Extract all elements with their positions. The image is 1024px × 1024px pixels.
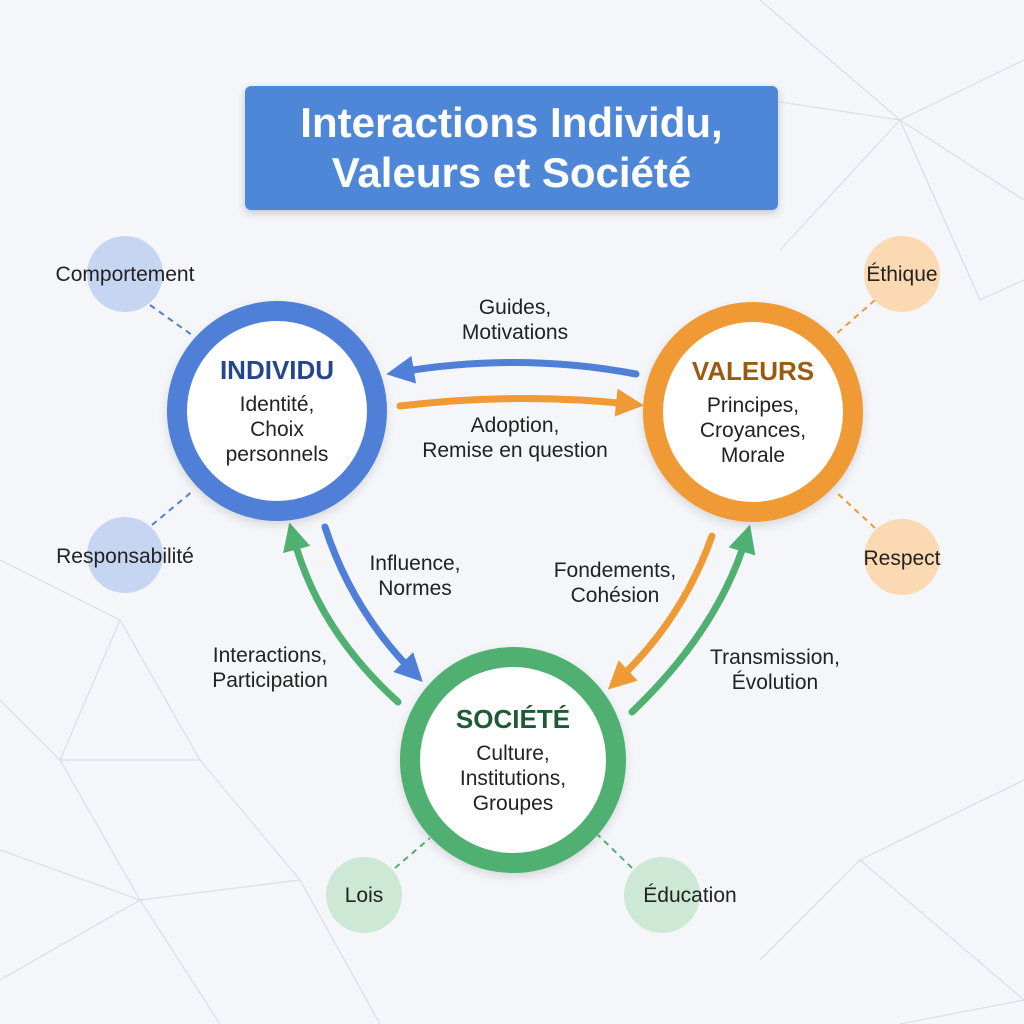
link-label-fondements-2: Cohésion [570,584,660,607]
arrow-valeurs-to-individu [386,355,640,384]
satellite-respect-label: Respect [863,547,941,570]
connector-respect [835,491,876,529]
satellite-lois-label: Lois [344,884,384,907]
node-societe-desc-2: Institutions, [459,767,567,790]
satellite-responsabilite-circle [87,517,163,593]
satellite-respect-circle [864,519,940,595]
node-individu-desc-1: Identité, [239,393,315,416]
link-label-adoption-1: Adoption, [470,414,560,437]
link-label-adoption: Adoption, Remise en question [405,413,625,463]
node-societe-title: SOCIÉTÉ [455,704,571,734]
satellite-ethique-circle [864,236,940,312]
node-valeurs-desc-2: Croyances, [699,419,807,442]
link-label-interactions-1: Interactions, [212,644,328,667]
node-individu-desc-2: Choix [250,418,304,441]
satellite-comportement-label: Comportement [55,263,195,286]
link-label-adoption-2: Remise en question [422,439,608,462]
satellite-ethique-label: Éthique [866,263,938,286]
satellite-education-circle [624,857,700,933]
node-societe: SOCIÉTÉ Culture, Institutions, Groupes [400,647,626,873]
title-box: Interactions Individu, Valeurs et Sociét… [245,86,778,210]
title-line-2: Valeurs et Société [331,149,692,196]
connector-comportement [149,304,193,336]
node-valeurs: VALEURS Principes, Croyances, Morale [643,302,863,522]
satellite-education-label: Éducation [643,884,737,907]
arrow-individu-to-valeurs [396,388,644,417]
link-label-guides-1: Guides, [478,296,552,319]
link-label-transmission: Transmission, Évolution [695,645,855,695]
node-valeurs-title: VALEURS [691,356,815,386]
connector-education [597,834,633,869]
arrow-societe-to-valeurs [628,524,756,716]
link-label-influence-1: Influence, [369,552,461,575]
satellite-comportement-circle [87,236,163,312]
satellite-lois-circle [326,857,402,933]
node-individu-title: INDIVIDU [219,355,335,385]
link-label-guides: Guides, Motivations [430,295,600,345]
connector-responsabilite [151,489,195,526]
node-valeurs-desc-1: Principes, [706,394,800,417]
node-societe-desc-1: Culture, [476,742,550,765]
node-individu-desc-3: personnels [225,443,329,466]
connector-lois [394,837,431,869]
arrow-societe-to-individu [283,522,402,706]
node-individu: INDIVIDU Identité, Choix personnels [167,301,387,521]
arrow-valeurs-to-societe [607,532,716,690]
node-societe-desc-3: Groupes [472,792,554,815]
link-label-influence-2: Normes [378,577,452,600]
arrow-individu-to-societe [321,523,423,682]
connector-ethique [834,299,876,336]
link-label-interactions: Interactions, Participation [195,643,345,693]
link-label-interactions-2: Participation [212,669,328,692]
title-line-1: Interactions Individu, [300,99,723,146]
node-valeurs-desc-3: Morale [720,444,786,467]
link-label-influence: Influence, Normes [350,551,480,601]
satellite-responsabilite-label: Responsabilité [56,545,194,568]
link-label-transmission-2: Évolution [731,671,819,694]
link-label-fondements: Fondements, Cohésion [540,558,690,608]
link-label-guides-2: Motivations [461,321,569,344]
link-label-fondements-1: Fondements, [553,559,677,582]
link-label-transmission-1: Transmission, [710,646,840,669]
